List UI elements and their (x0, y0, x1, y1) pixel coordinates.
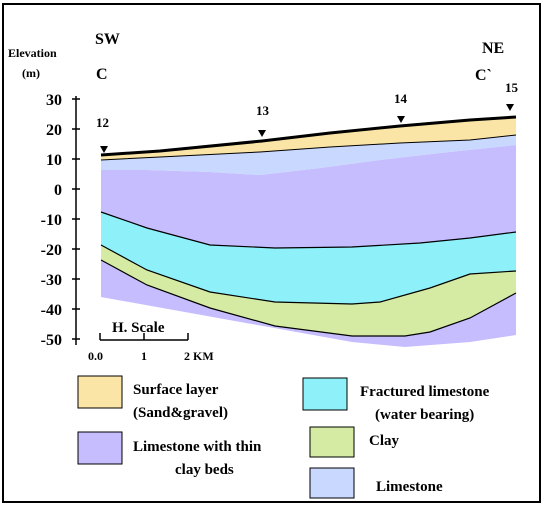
legend-label-line1: Surface layer (133, 382, 219, 398)
layer-clay (101, 245, 516, 336)
legend: Surface layer (Sand&gravel) Fractured li… (77, 375, 490, 499)
legend-label-line2: (water bearing) (375, 407, 474, 423)
well-12: 12 (96, 115, 109, 153)
triangle-down-icon (100, 146, 108, 153)
direction-left: SW (95, 31, 120, 48)
well-15: 15 (505, 80, 519, 111)
legend-label-line1: Limestone with thin (133, 439, 262, 455)
y-axis-unit: (m) (22, 66, 40, 80)
legend-label-line1: Limestone (376, 479, 443, 495)
y-tick-label--50: -50 (41, 332, 62, 349)
y-tick-label--30: -30 (41, 272, 62, 289)
clay-base-line (100, 259, 517, 337)
legend-swatch-clay (309, 426, 355, 458)
ground-surface-line (100, 115, 517, 157)
legend-item-surface: Surface layer (Sand&gravel) (77, 375, 228, 421)
well-label: 13 (256, 103, 270, 118)
triangle-down-icon (397, 116, 405, 123)
y-tick-label-30: 30 (46, 92, 62, 109)
legend-label-line1: Fractured limestone (360, 384, 490, 400)
surface-base-line (100, 134, 517, 161)
well-14: 14 (394, 91, 408, 123)
legend-swatch-limestone (309, 467, 355, 499)
fractured-top-line (100, 211, 517, 249)
scale-bar: H. Scale 0.0 1 2 KM (88, 320, 214, 363)
layer-limestone (101, 135, 516, 175)
well-label: 15 (505, 80, 519, 95)
cross-section (100, 115, 517, 347)
legend-item-clay: Clay (309, 426, 400, 458)
triangle-down-icon (506, 104, 514, 111)
legend-label-line1: Clay (369, 433, 400, 449)
layer-limestone-clay-beds-upper (101, 145, 516, 248)
triangle-down-icon (258, 130, 266, 137)
legend-item-fractured: Fractured limestone (water bearing) (302, 377, 490, 423)
y-tick-label-20: 20 (46, 122, 62, 139)
scale-bar-label-2: 2 KM (184, 349, 214, 363)
well-13: 13 (256, 103, 270, 137)
well-label: 12 (96, 115, 109, 130)
scale-bar-label-1: 1 (141, 349, 147, 363)
legend-item-clay-beds: Limestone with thin clay beds (77, 431, 262, 478)
y-axis: 30 20 10 0 -10 -20 -30 -40 -50 (41, 92, 80, 349)
y-axis-title: Elevation (8, 46, 57, 60)
section-label-right: C` (475, 67, 492, 84)
figure-frame (2, 3, 541, 503)
legend-swatch-clay-beds (77, 431, 123, 465)
section-label-left: C (96, 66, 108, 83)
legend-label-line2: clay beds (175, 462, 234, 478)
scale-bar-title: H. Scale (112, 320, 165, 336)
scale-bar-label-0: 0.0 (88, 349, 103, 363)
y-tick-label--20: -20 (41, 242, 62, 259)
layer-fractured-limestone (101, 212, 516, 304)
legend-swatch-surface (77, 375, 123, 409)
y-tick-label-0: 0 (54, 182, 62, 199)
clay-top-line (100, 244, 517, 305)
legend-swatch-fractured (302, 377, 348, 411)
y-tick-label-10: 10 (46, 152, 62, 169)
legend-label-line2: (Sand&gravel) (133, 405, 228, 421)
well-label: 14 (394, 91, 408, 106)
direction-right: NE (482, 40, 504, 57)
legend-item-limestone: Limestone (309, 467, 443, 499)
y-tick-label--40: -40 (41, 302, 62, 319)
y-tick-label--10: -10 (41, 212, 62, 229)
layer-limestone-clay-beds-lower (101, 260, 516, 347)
layer-surface (101, 117, 516, 160)
